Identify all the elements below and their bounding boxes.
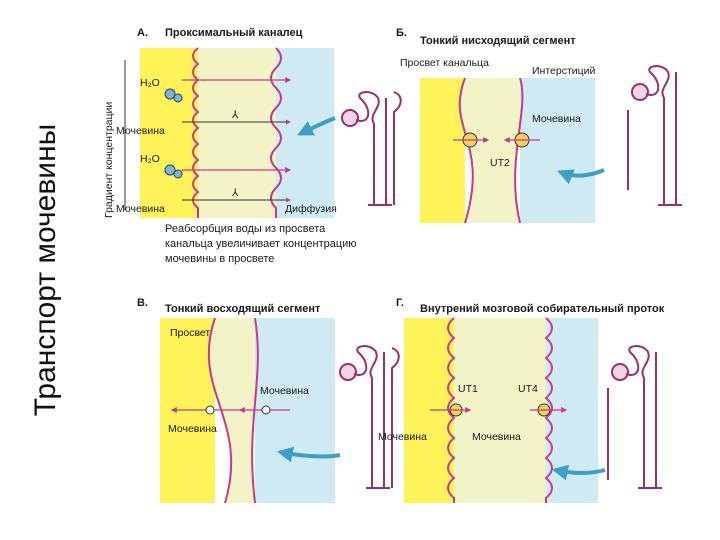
panel-c-pointer-arrow: [276, 446, 341, 463]
panel-b-pointer-arrow: [557, 168, 605, 185]
panel-c: В. Тонкий восходящий сегмент Просвет Моч…: [137, 297, 400, 504]
water-molecule-icon: [164, 88, 183, 103]
urea-molecule-icon: ⅄: [231, 187, 239, 199]
panel-c-basal-membrane: [251, 317, 259, 504]
panel-a-axis-label: Градиент концентрации: [103, 102, 115, 218]
panel-a-urea-2: Мочевина: [116, 203, 165, 215]
panel-a-title: Проксимальный каналец: [165, 27, 303, 39]
panel-a-h2o-1: H₂O: [140, 77, 160, 89]
panel-b-title: Тонкий нисходящий сегмент: [420, 35, 576, 47]
panel-b-urea: Мочевина: [532, 113, 581, 125]
panel-d-title: Внутрений мозговой собирательный проток: [420, 303, 665, 315]
panel-a-note-line-2: канальца увеличивает концентрацию: [165, 238, 357, 250]
panel-c-title: Тонкий восходящий сегмент: [165, 303, 321, 315]
panel-d-urea-1: Мочевина: [378, 431, 427, 443]
panel-d-pointer-arrow: [551, 464, 606, 481]
panel-d-basal-membrane: [544, 317, 553, 503]
panel-d-urea-2: Мочевина: [472, 431, 521, 443]
panel-a-h2o-2: H₂O: [140, 153, 160, 165]
panel-d-apical-membrane: [447, 317, 456, 503]
panel-c-apical-membrane: [207, 317, 233, 504]
panel-b-lumen: Просвет канальца: [400, 57, 489, 69]
panel-b-transporter: UT2: [490, 157, 510, 169]
panel-c-letter: В.: [137, 297, 148, 309]
panel-a-note-line-1: Реабсорбция воды из просвета: [165, 223, 326, 235]
panel-b-interstitium-area: [520, 78, 595, 223]
panel-b-lumen-area: [420, 78, 465, 223]
panel-a-basal-membrane: [270, 47, 282, 218]
water-molecule-icon: [164, 164, 183, 179]
panel-d: Г. Внутрений мозговой собирательный прот…: [378, 297, 665, 503]
panel-a-cell: [198, 48, 276, 218]
transporter-icon: [205, 405, 215, 415]
panel-a-pointer-arrow: [297, 116, 336, 136]
panel-a-note-line-3: мочевины в просвете: [165, 253, 274, 265]
panel-a-diffusion: Диффузия: [285, 203, 337, 215]
panel-c-lumen: Просвет: [170, 327, 210, 339]
panel-c-urea-2: Мочевина: [168, 423, 217, 435]
panel-d-letter: Г.: [396, 297, 404, 309]
transporter-icon: [261, 405, 271, 415]
panel-b-letter: Б.: [396, 27, 407, 39]
panel-d-transporter-1: UT1: [458, 383, 478, 395]
panel-c-urea-1: Мочевина: [260, 385, 309, 397]
panel-a-lumen: [140, 48, 198, 218]
nephron-icon: [627, 65, 682, 206]
panel-a: А. Проксимальный каналец Градиент концен…: [103, 27, 402, 265]
panel-a-urea-1: Мочевина: [116, 125, 165, 137]
urea-molecule-icon: ⅄: [231, 109, 239, 121]
panel-d-transporter-2: UT4: [518, 383, 538, 395]
panel-b-cell: [459, 78, 523, 223]
panel-b-interstitium: Интерстиций: [532, 65, 596, 77]
nephron-icon: [607, 345, 662, 489]
panel-b: Б. Тонкий нисходящий сегмент Просвет кан…: [396, 27, 682, 224]
nephron-icon: [341, 91, 402, 206]
panel-a-letter: А.: [137, 27, 148, 39]
nephron-icon: [339, 345, 400, 489]
panel-a-apical-membrane: [192, 47, 200, 218]
